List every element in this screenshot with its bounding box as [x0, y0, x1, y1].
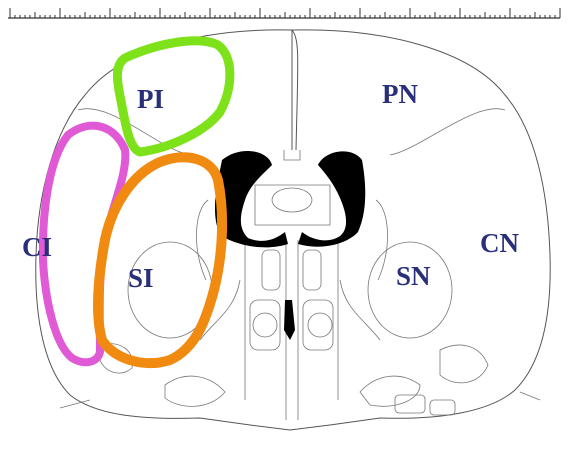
pn-label: PN — [382, 79, 418, 109]
pi-label: PI — [137, 84, 164, 114]
ci-label: CI — [22, 232, 52, 262]
top-ruler — [8, 8, 560, 18]
sn-label: SN — [396, 261, 431, 291]
cn-label: CN — [480, 228, 519, 258]
right-ventricle — [298, 151, 365, 246]
brain-outline — [36, 30, 550, 430]
ci-region-outline — [43, 126, 125, 363]
ventricles — [215, 151, 365, 340]
si-label: SI — [128, 263, 154, 293]
pi-region-outline — [117, 41, 229, 152]
